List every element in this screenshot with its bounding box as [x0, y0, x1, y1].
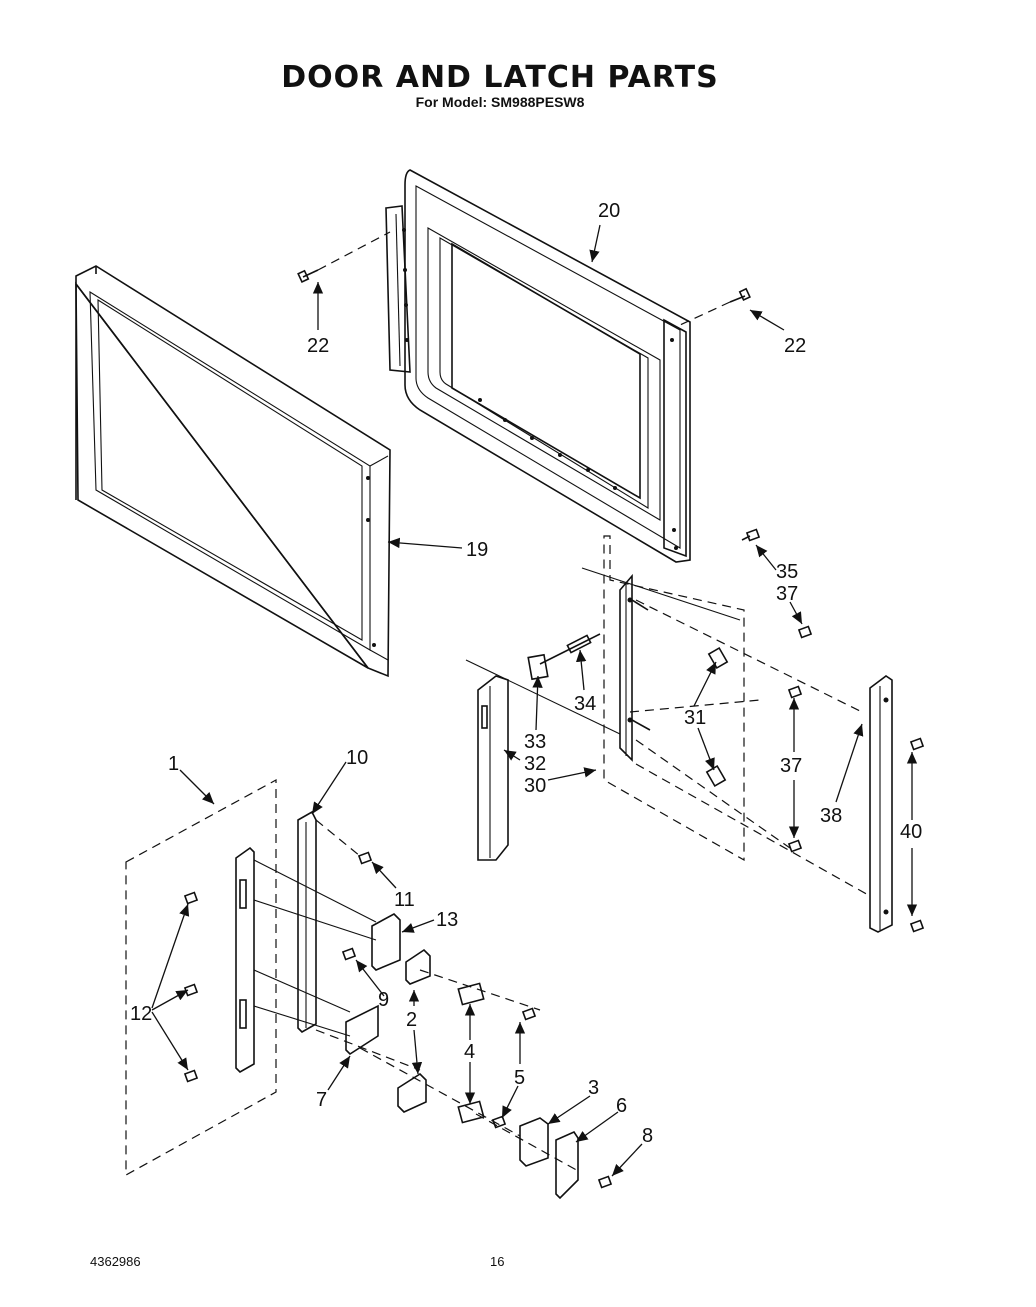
screw-part-12-bottom: [183, 1069, 199, 1083]
callout-20: 20: [598, 200, 620, 222]
callout-6: 6: [616, 1095, 627, 1117]
latch-lever-part-33: [527, 653, 549, 681]
screw-part-11: [357, 851, 373, 865]
mounting-plate-part-1: [125, 778, 277, 1177]
callout-1: 1: [168, 753, 179, 775]
page-title: DOOR AND LATCH PARTS: [281, 60, 719, 95]
callout-10: 10: [346, 747, 368, 769]
latch-springs-part-31: [705, 646, 729, 788]
model-subtitle: For Model: SM988PESW8: [415, 94, 585, 110]
leader-arrows: [151, 224, 918, 1177]
callout-34: 34: [574, 693, 596, 715]
switch-part-3: [519, 1117, 549, 1167]
screw-part-22-left: [297, 269, 319, 283]
callout-8: 8: [642, 1125, 653, 1147]
screw-part-5-bottom: [491, 1115, 507, 1129]
screw-part-37-top: [797, 625, 813, 639]
callout-38: 38: [820, 805, 842, 827]
callout-32: 32: [524, 753, 546, 775]
switch-bracket-part-10: [297, 810, 317, 1033]
latch-pin-part-34: [539, 633, 601, 665]
page-number: 16: [490, 1254, 505, 1269]
latch-part-13: [371, 913, 401, 971]
handle-part-32: [477, 675, 509, 861]
door-front-frame-part-19: [75, 265, 391, 678]
callout-12: 12: [130, 1003, 152, 1025]
switch-bracket-part-6: [555, 1130, 579, 1200]
callout-30: 30: [524, 775, 546, 797]
callout-19: 19: [466, 539, 488, 561]
callout-33: 33: [524, 731, 546, 753]
callout-22-left: 22: [307, 335, 329, 357]
callout-2: 2: [406, 1009, 417, 1031]
callout-3: 3: [588, 1077, 599, 1099]
interlock-bracket-left: [235, 846, 255, 1073]
document-number: 4362986: [90, 1254, 141, 1269]
callout-9: 9: [378, 989, 389, 1011]
callout-5: 5: [514, 1067, 525, 1089]
door-inner-panel-part-20: [385, 169, 691, 563]
latch-part-2: [405, 948, 431, 985]
screw-part-40-bottom: [909, 919, 925, 933]
callout-4: 4: [464, 1041, 475, 1063]
screw-part-5-top: [521, 1007, 537, 1021]
screw-part-12-top: [183, 891, 199, 905]
screw-part-37-bottom: [787, 839, 803, 853]
callout-22-right: 22: [784, 335, 806, 357]
callout-37-top: 37: [776, 583, 798, 605]
screw-part-37-mid: [787, 685, 803, 699]
latch-bracket-part-30: [603, 535, 745, 862]
latch-cover-part-38: [869, 675, 893, 933]
cam-part-7: [345, 1004, 379, 1056]
switch-part-4-bottom: [457, 1100, 485, 1124]
callout-31: 31: [684, 707, 706, 729]
callout-37-bottom: 37: [780, 755, 802, 777]
callout-35: 35: [776, 561, 798, 583]
callout-13: 13: [436, 909, 458, 931]
screw-part-40-top: [909, 737, 925, 751]
callout-40: 40: [900, 821, 922, 843]
screw-part-9: [341, 947, 357, 961]
screw-part-22-right: [729, 287, 751, 303]
screw-part-35: [741, 528, 761, 542]
latch-part-2b: [397, 1072, 427, 1113]
callout-11: 11: [394, 889, 415, 911]
screw-part-8: [597, 1175, 613, 1189]
callout-7: 7: [316, 1089, 327, 1111]
